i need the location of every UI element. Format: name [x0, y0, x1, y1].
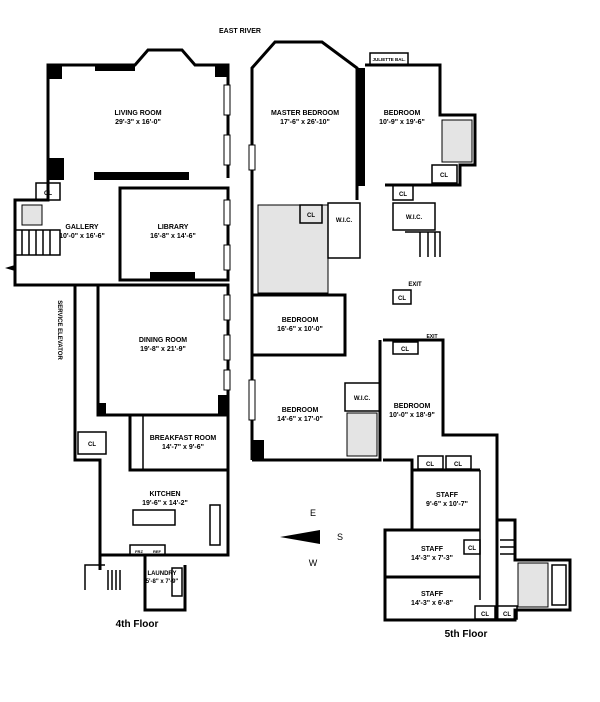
closet-label: CL — [401, 347, 409, 353]
wic-label: W.I.C. — [406, 215, 423, 221]
floor-label-5th: 5th Floor — [445, 629, 488, 640]
room-dims: 14'-3" x 7'-3" — [411, 555, 453, 562]
entry-arrow-icon — [5, 265, 15, 271]
stairs — [14, 229, 61, 256]
freezer-label: FRZ — [135, 549, 143, 554]
stair-hall: CL W.I.C. EXIT CL — [392, 184, 441, 305]
compass-icon: E S W — [280, 508, 343, 568]
closet-label: CL — [307, 213, 315, 219]
room-name: MASTER BEDROOM — [271, 110, 339, 117]
closet-label: CL — [481, 612, 489, 618]
room-dims: 9'-6" x 10'-7" — [426, 501, 468, 508]
refrigerator-label: REF — [153, 549, 162, 554]
fourth-floor: LIVING ROOM 29'-3" x 16'-0" CL GALLERY 1… — [5, 48, 231, 630]
closet-label: CL — [426, 462, 434, 468]
staff-wing: CL CL CL CL CL STAFF 9'-6" x 10'-7" STAF… — [385, 455, 572, 622]
closet-label: CL — [398, 296, 406, 302]
wic-label: W.I.C. — [336, 218, 353, 224]
room-name: LAUNDRY — [147, 571, 176, 577]
floor-label-4th: 4th Floor — [116, 619, 159, 630]
room-name: KITCHEN — [149, 491, 180, 498]
bedroom-4: W.I.C. BEDROOM 14'-6" x 17'-0" — [248, 340, 382, 462]
room-dims: 5'-8" x 7'-9" — [146, 579, 179, 585]
room-name: BEDROOM — [282, 317, 319, 324]
closet-label: CL — [88, 442, 96, 448]
room-dims: 10'-0" x 16'-6" — [59, 233, 105, 240]
exit-label: EXIT — [408, 282, 422, 288]
compass-west: W — [309, 558, 318, 568]
bedroom-2: JULIETTE BAL. CL BEDROOM 10'-9" x 19'-6" — [365, 52, 477, 187]
room-dims: 17'-6" x 26'-10" — [280, 119, 330, 126]
room-dims: 16'-6" x 10'-0" — [277, 326, 323, 333]
laundry: LAUNDRY 5'-8" x 7'-9" — [84, 555, 187, 612]
room-dims: 10'-0" x 18'-9" — [389, 412, 435, 419]
room-name: BEDROOM — [282, 407, 319, 414]
bedroom-3: BEDROOM 16'-6" x 10'-0" — [252, 293, 347, 357]
room-name: LIVING ROOM — [114, 110, 161, 117]
room-name: BREAKFAST ROOM — [150, 435, 217, 442]
master-bath: CL W.I.C. — [257, 202, 361, 294]
exit-label: EXIT — [426, 334, 437, 340]
room-name: STAFF — [421, 591, 444, 598]
closet-label: CL — [440, 173, 448, 179]
room-dims: 14'-6" x 17'-0" — [277, 416, 323, 423]
fifth-floor: MASTER BEDROOM 17'-6" x 26'-10" JULIETTE… — [248, 40, 572, 640]
library: LIBRARY 16'-8" x 14'-6" — [118, 186, 231, 282]
room-dims: 14'-7" x 9'-6" — [162, 444, 204, 451]
room-name: BEDROOM — [384, 110, 421, 117]
closet-label: CL — [454, 462, 462, 468]
bedroom-5: CL EXIT BEDROOM 10'-0" x 18'-9" — [383, 334, 499, 622]
room-name: STAFF — [436, 492, 459, 499]
room-dims: 19'-8" x 21'-9" — [140, 346, 186, 353]
room-name: DINING ROOM — [139, 337, 187, 344]
room-dims: 14'-3" x 6'-8" — [411, 600, 453, 607]
breakfast-room: BREAKFAST ROOM 14'-7" x 9'-6" — [128, 415, 230, 472]
service-elevator-label: SERVICE ELEVATOR — [56, 300, 62, 360]
room-dims: 29'-3" x 16'-0" — [115, 119, 161, 126]
closet-label: CL — [44, 191, 52, 197]
closet-label: CL — [503, 612, 511, 618]
room-name: STAFF — [421, 546, 444, 553]
east-river-label: EAST RIVER — [219, 28, 261, 35]
gallery: CL GALLERY 10'-0" x 16'-6" — [5, 178, 105, 287]
dining-room: DINING ROOM 19'-8" x 21'-9" — [96, 283, 231, 417]
living-room: LIVING ROOM 29'-3" x 16'-0" — [46, 48, 231, 180]
closet-label: CL — [468, 546, 476, 552]
wic-label: W.I.C. — [354, 396, 371, 402]
compass-east: E — [310, 508, 316, 518]
juliette-balcony-label: JULIETTE BAL. — [372, 57, 405, 62]
room-dims: 19'-6" x 14'-2" — [142, 500, 188, 507]
room-dims: 10'-9" x 19'-6" — [379, 119, 425, 126]
compass-south: S — [337, 532, 343, 542]
closet-label: CL — [399, 192, 407, 198]
room-name: LIBRARY — [158, 224, 189, 231]
room-name: BEDROOM — [394, 403, 431, 410]
room-dims: 16'-8" x 14'-6" — [150, 233, 196, 240]
master-bedroom: MASTER BEDROOM 17'-6" x 26'-10" — [248, 40, 365, 460]
room-name: GALLERY — [65, 224, 99, 231]
kitchen: FRZ REF KITCHEN 19'-6" x 14'-2" — [98, 470, 230, 557]
